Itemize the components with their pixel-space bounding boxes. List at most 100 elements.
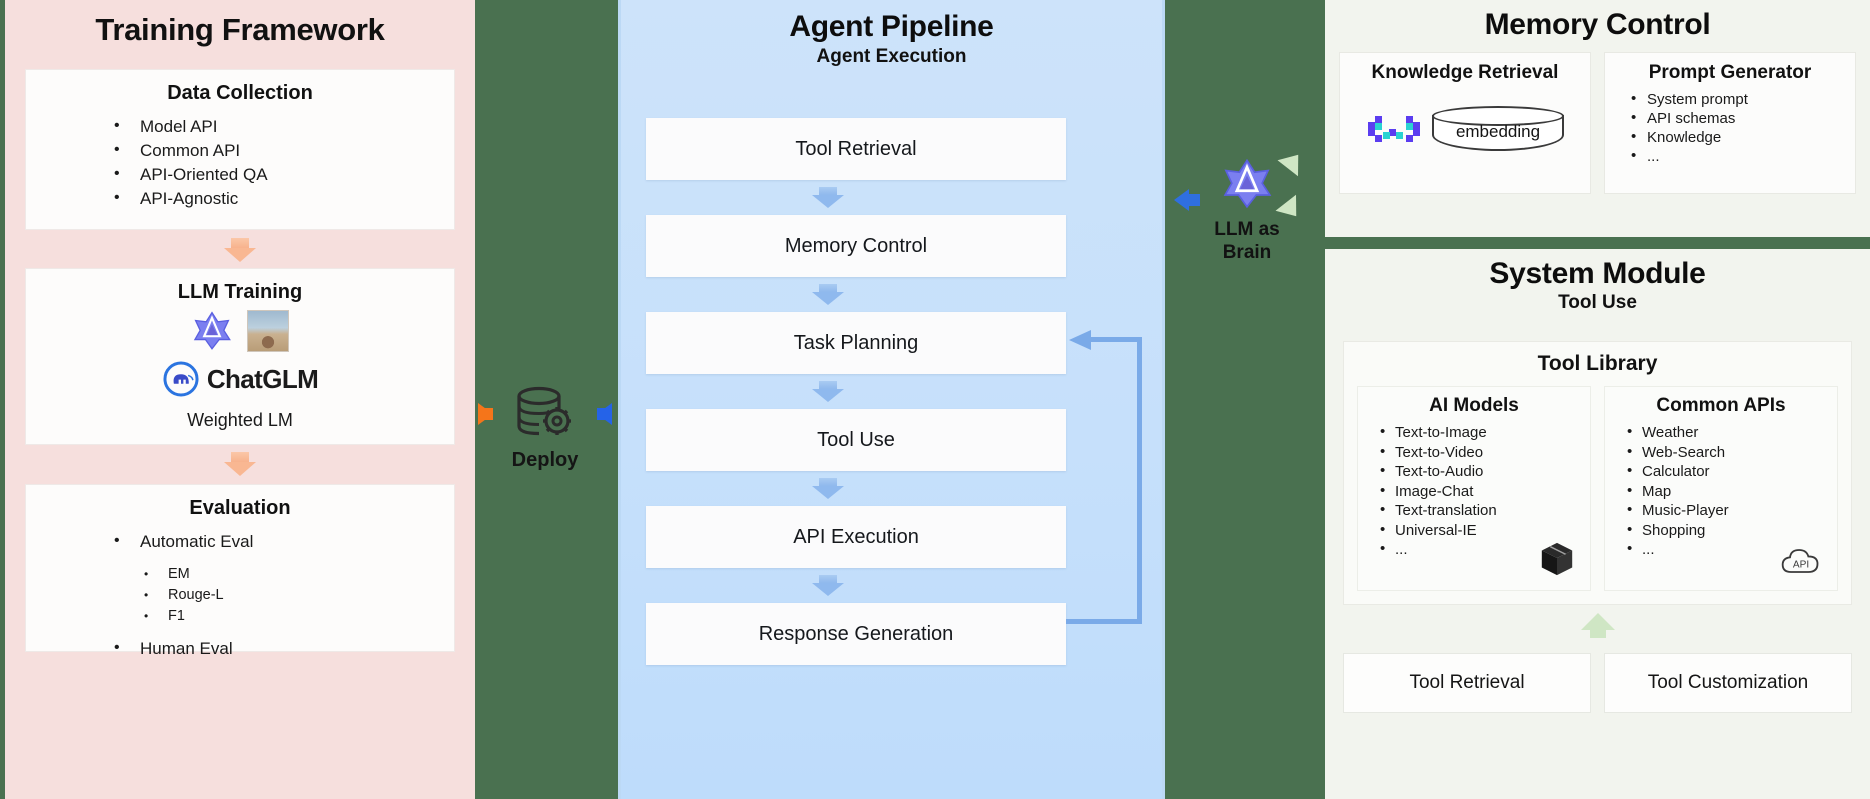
embedding-database-icon: embedding <box>1432 106 1564 156</box>
agent-pipeline-panel: Agent Pipeline Agent Execution Tool Retr… <box>618 0 1165 799</box>
agent-pipeline-subtitle: Agent Execution <box>816 46 967 67</box>
pipeline-step-api-execution[interactable]: API Execution <box>646 506 1066 568</box>
list-item: Knowledge <box>1631 127 1855 147</box>
deploy-icon-row <box>478 385 612 447</box>
llm-training-heading: LLM Training <box>177 281 303 303</box>
common-apis-card: Common APIs Weather Web-Search Calculato… <box>1604 386 1838 591</box>
list-item: ... <box>1380 539 1590 560</box>
evaluation-card: Evaluation Automatic Eval EM Rouge-L F1 … <box>25 484 455 660</box>
chatglm-elephant-icon <box>163 361 199 397</box>
embedding-label: embedding <box>1455 122 1541 141</box>
list-item: API-Oriented QA <box>114 162 454 187</box>
svg-text:API: API <box>1793 559 1809 570</box>
list-item: Text-to-Video <box>1380 442 1590 463</box>
system-module-title: System Module <box>1489 257 1706 290</box>
list-item: Shopping <box>1627 520 1837 541</box>
list-item: ... <box>1631 146 1855 166</box>
tool-customization-box[interactable]: Tool Customization <box>1604 653 1852 713</box>
feedback-loop-line-top <box>1089 337 1142 342</box>
training-framework-panel: Training Framework Data Collection Model… <box>5 0 475 799</box>
list-item: API-Agnostic <box>114 186 454 211</box>
tool-library-card: Tool Library AI Models Text-to-Image Tex… <box>1343 341 1852 605</box>
list-item: Map <box>1627 481 1837 502</box>
arrow-right-orange-icon <box>478 403 493 425</box>
pipeline-step-memory-control[interactable]: Memory Control <box>646 215 1066 277</box>
evaluation-heading: Evaluation <box>189 497 291 519</box>
prompt-generator-card: Prompt Generator System prompt API schem… <box>1604 52 1856 194</box>
memory-control-panel: Memory Control Knowledge Retrieval <box>1325 0 1870 237</box>
pipeline-step-response-generation[interactable]: Response Generation <box>646 603 1066 665</box>
ai-models-list: Text-to-Image Text-to-Video Text-to-Audi… <box>1380 422 1590 560</box>
prompt-generator-list: System prompt API schemas Knowledge ... <box>1631 89 1855 166</box>
pipeline-step-task-planning[interactable]: Task Planning <box>646 312 1066 374</box>
system-module-bottom-boxes: Tool Retrieval Tool Customization <box>1343 653 1852 713</box>
list-item: Calculator <box>1627 461 1837 482</box>
list-item: EM <box>144 564 454 585</box>
list-item: ... <box>1627 539 1837 560</box>
arrow-up-green-icon <box>1580 613 1615 638</box>
chatglm-logo-row: ChatGLM <box>26 360 454 398</box>
data-collection-heading: Data Collection <box>167 82 313 104</box>
arrow-right-blue-icon <box>597 403 612 425</box>
api-cloud-icon: API <box>1781 549 1819 573</box>
memory-control-title: Memory Control <box>1484 8 1711 41</box>
feedback-loop-line <box>1137 337 1142 624</box>
ai-models-card: AI Models Text-to-Image Text-to-Video Te… <box>1357 386 1591 591</box>
pipeline-step-tool-retrieval[interactable]: Tool Retrieval <box>646 118 1066 180</box>
tool-retrieval-box[interactable]: Tool Retrieval <box>1343 653 1591 713</box>
feedback-loop-line-bottom <box>1066 619 1142 624</box>
knowledge-retrieval-row: embedding <box>1340 106 1590 156</box>
llm-as-brain-label-line2: Brain <box>1222 242 1272 263</box>
pipeline-step-tool-use[interactable]: Tool Use <box>646 409 1066 471</box>
list-item: Weather <box>1627 422 1837 443</box>
cube-icon <box>1541 542 1573 576</box>
zhipu-hexagram-icon <box>193 311 231 350</box>
tool-library-cards: AI Models Text-to-Image Text-to-Video Te… <box>1344 376 1851 591</box>
embedding-pixels-icon <box>1368 116 1420 142</box>
list-item: Text-translation <box>1380 500 1590 521</box>
tool-library-heading: Tool Library <box>1537 352 1658 375</box>
common-apis-heading: Common APIs <box>1656 395 1786 416</box>
list-item: Text-to-Image <box>1380 422 1590 443</box>
system-module-subtitle: Tool Use <box>1558 292 1637 313</box>
data-collection-list: Model API Common API API-Oriented QA API… <box>114 114 454 211</box>
prompt-generator-heading: Prompt Generator <box>1648 62 1812 83</box>
knowledge-retrieval-card: Knowledge Retrieval <box>1339 52 1591 194</box>
llm-training-card: LLM Training ChatGLM Weight <box>25 268 455 445</box>
knowledge-retrieval-heading: Knowledge Retrieval <box>1371 62 1559 83</box>
agent-pipeline-title: Agent Pipeline <box>789 10 994 43</box>
feedback-loop-arrow-icon <box>1069 330 1091 350</box>
evaluation-list-2: Human Eval <box>114 636 454 661</box>
list-item: Universal-IE <box>1380 520 1590 541</box>
list-item: API schemas <box>1631 108 1855 128</box>
chatglm-wordmark: ChatGLM <box>206 363 319 394</box>
llm-as-brain-label-line1: LLM as <box>1214 219 1280 240</box>
list-item: Common API <box>114 138 454 163</box>
deploy-label: Deploy <box>511 449 579 471</box>
zhipu-hexagram-icon <box>1223 158 1272 209</box>
llama-image-icon <box>247 310 289 352</box>
data-collection-card: Data Collection Model API Common API API… <box>25 69 455 230</box>
llm-logo-row <box>26 310 454 352</box>
list-item: System prompt <box>1631 89 1855 109</box>
training-framework-title: Training Framework <box>95 12 385 47</box>
brain-logo-wrap <box>1172 146 1322 225</box>
arrow-left-blue-icon <box>1174 189 1200 211</box>
list-item: Rouge-L <box>144 585 454 606</box>
list-item: F1 <box>144 606 454 627</box>
evaluation-sublist: EM Rouge-L F1 <box>144 564 454 627</box>
list-item: Automatic Eval <box>114 529 454 554</box>
system-module-panel: System Module Tool Use Tool Library AI M… <box>1325 249 1870 799</box>
list-item: Text-to-Audio <box>1380 461 1590 482</box>
llm-as-brain-group: LLM as Brain <box>1172 146 1322 263</box>
list-item: Music-Player <box>1627 500 1837 521</box>
list-item: Image-Chat <box>1380 481 1590 502</box>
deploy-group: Deploy <box>478 385 612 472</box>
ai-models-heading: AI Models <box>1429 395 1519 416</box>
memory-control-cards: Knowledge Retrieval <box>1325 42 1870 194</box>
common-apis-list: Weather Web-Search Calculator Map Music-… <box>1627 422 1837 560</box>
list-item: Web-Search <box>1627 442 1837 463</box>
evaluation-list: Automatic Eval <box>114 529 454 554</box>
arrow-green-up-icon <box>1277 146 1309 177</box>
